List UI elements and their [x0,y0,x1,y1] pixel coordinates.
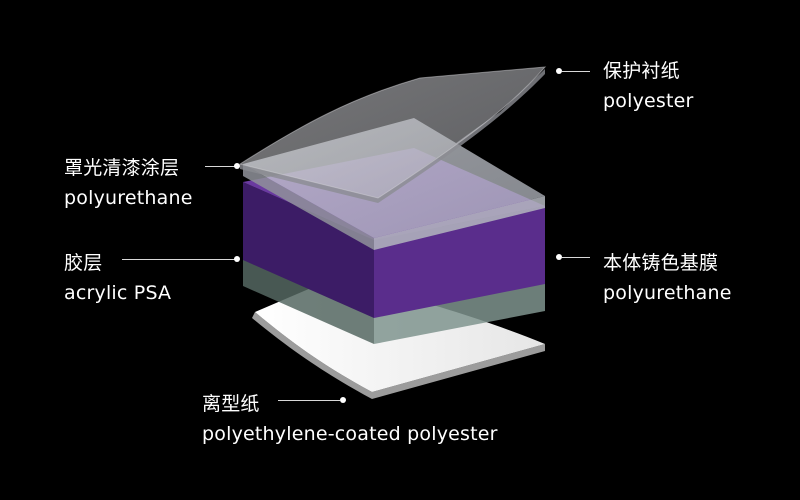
label-adhesive: 胶层 acrylic PSA [64,248,171,308]
label-topcoat: 罩光清漆涂层 polyurethane [64,153,193,213]
release-liner-edge [252,312,545,399]
leader-dot-topcoat [234,163,240,169]
leader-dot-base [556,254,562,260]
base-film-left-face [243,182,374,318]
leader-line-release [278,400,340,401]
leader-line-liner [562,71,590,72]
label-adhesive-en: acrylic PSA [64,282,172,304]
label-liner: 保护衬纸 polyester [603,56,694,116]
leader-dot-liner [556,68,562,74]
leader-line-topcoat [205,166,235,167]
label-topcoat-zh: 罩光清漆涂层 [64,157,180,179]
topcoat-right-face [374,196,545,250]
label-release-en: polyethylene-coated polyester [202,423,498,445]
leader-line-base [562,257,590,258]
label-liner-en: polyester [603,90,694,112]
label-release-zh: 离型纸 [202,393,260,415]
label-release: 离型纸 polyethylene-coated polyester [202,389,498,449]
topcoat-left-face [243,164,374,250]
leader-dot-release [340,397,346,403]
label-liner-zh: 保护衬纸 [603,60,680,82]
label-adhesive-zh: 胶层 [64,252,103,274]
leader-dot-adhesive [234,256,240,262]
label-base: 本体铸色基膜 polyurethane [603,248,732,308]
protective-liner-face [238,66,547,199]
protective-liner-layer [238,66,547,203]
label-base-zh: 本体铸色基膜 [603,252,719,274]
label-base-en: polyurethane [603,282,732,304]
label-topcoat-en: polyurethane [64,187,193,209]
leader-line-adhesive [122,259,235,260]
